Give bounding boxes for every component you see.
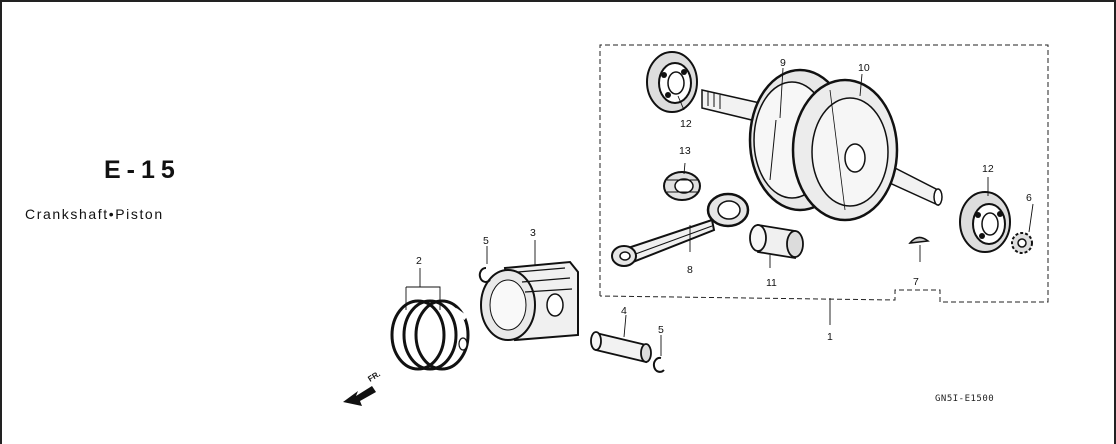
callout-10: 6 (1026, 192, 1032, 204)
callout-13: 13 (679, 145, 691, 157)
piston (480, 260, 579, 342)
woodruff-key (908, 236, 930, 244)
piston-pin (590, 331, 652, 364)
piston-pin-clip-lower (652, 356, 665, 373)
piston-rings (390, 299, 470, 371)
section-code: E-15 (104, 156, 181, 184)
bearing-right (959, 191, 1011, 253)
direction-label: FR. (366, 369, 382, 383)
callout-5-upper: 5 (483, 235, 489, 247)
section-title: Crankshaft•Piston (25, 206, 164, 222)
crankshaft (701, 68, 943, 222)
callout-8: 10 (858, 62, 870, 74)
callout-5-lower: 5 (658, 324, 664, 336)
piston-pin-clip-upper (478, 266, 491, 283)
sprocket (1011, 232, 1033, 254)
callout-12-upper: 12 (680, 118, 692, 130)
bearing-left (646, 51, 698, 113)
callout-9: 11 (766, 277, 777, 289)
callout-labels: 9 10 12 13 8 11 7 12 6 1 2 3 5 4 5 (416, 57, 1032, 343)
callout-4: 4 (621, 305, 627, 317)
crank-pin (749, 223, 804, 260)
front-direction-arrow: FR. (343, 369, 382, 406)
needle-bearing (663, 171, 701, 201)
callout-3: 3 (530, 227, 536, 239)
leader-lines (405, 67, 1034, 356)
callout-6: 8 (687, 264, 693, 276)
callout-1: 1 (827, 331, 833, 343)
diagram-code: GN5I-E1500 (935, 394, 995, 404)
callout-7: 9 (780, 57, 786, 69)
assembly-bracket (599, 44, 1049, 303)
callout-11: 7 (913, 276, 919, 288)
connecting-rod (611, 192, 750, 267)
callout-2: 2 (416, 255, 422, 267)
callout-12-right: 12 (982, 163, 994, 175)
